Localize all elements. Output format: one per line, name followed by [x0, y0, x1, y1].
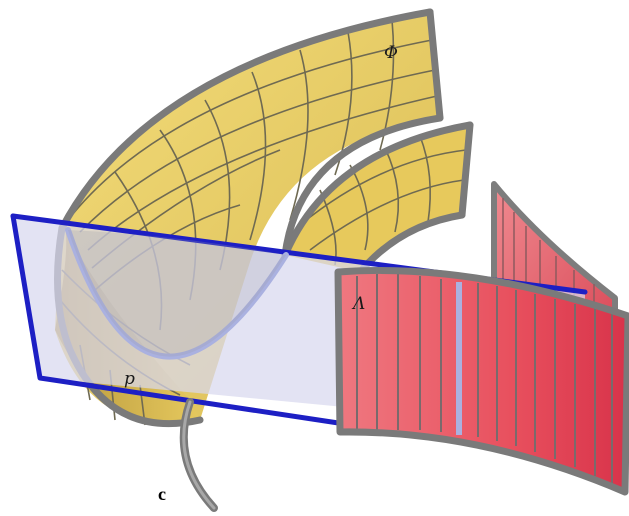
label-lambda: Λ [351, 294, 365, 314]
curve-p [65, 227, 289, 360]
label-p: p [124, 369, 135, 389]
label-c: c [158, 484, 166, 504]
label-phi: Φ [384, 43, 398, 63]
curve-c [179, 398, 218, 512]
lambda-surface [334, 266, 629, 496]
